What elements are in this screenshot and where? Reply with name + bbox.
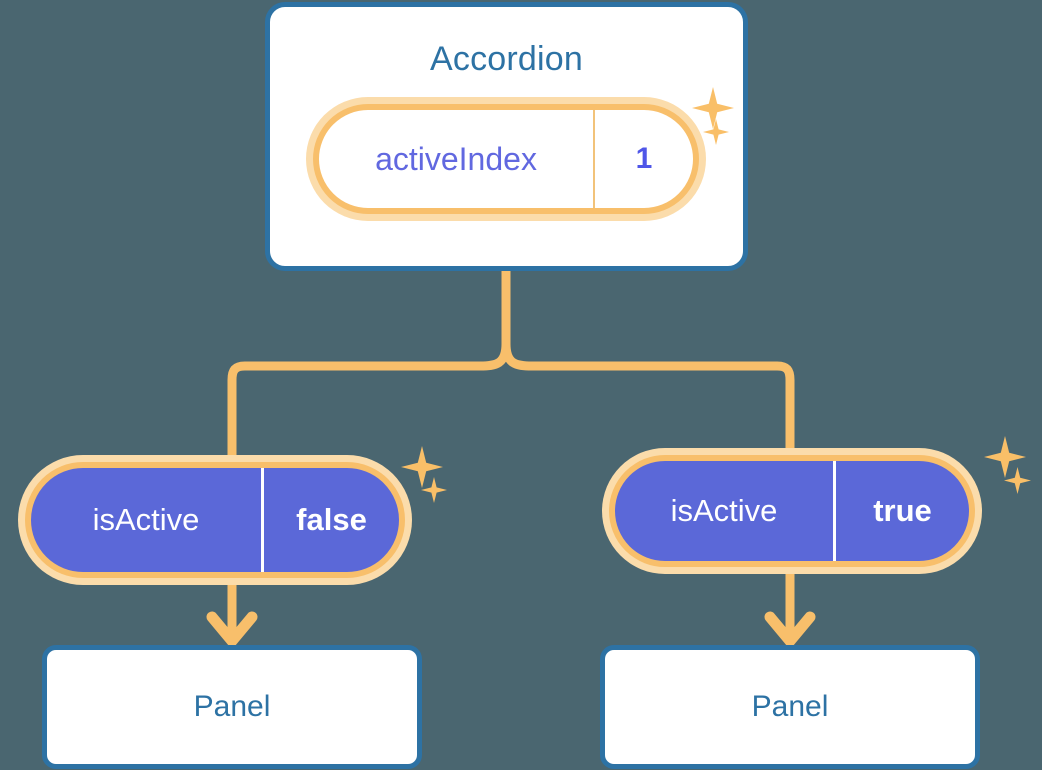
state-pill-key: isActive <box>92 502 200 537</box>
sparkle-small-icon <box>421 477 447 503</box>
panel-title: Panel <box>751 690 829 723</box>
accordion-title: Accordion <box>430 40 583 78</box>
arrow-down-icon-left <box>206 585 258 647</box>
state-pill-is-active-true[interactable]: isActive true <box>602 448 982 574</box>
panel-title: Panel <box>193 690 271 723</box>
state-pill-value: 1 <box>635 142 653 175</box>
state-pill-body: isActive true <box>609 455 975 567</box>
state-pill-body: isActive false <box>25 462 405 578</box>
connector-branch-left <box>227 339 511 465</box>
sparkle-small-icon <box>1004 467 1031 494</box>
state-pill-value: false <box>296 502 367 537</box>
arrow-down-icon-right <box>764 574 816 647</box>
state-pill-is-active-false[interactable]: isActive false <box>18 455 412 585</box>
connector-branch-right <box>501 339 795 460</box>
sparkle-icon <box>984 436 1026 478</box>
state-pill-divider <box>261 468 264 572</box>
state-pill-key: isActive <box>670 493 778 528</box>
panel-node-card-left[interactable]: Panel <box>42 645 422 769</box>
state-pill-key: activeIndex <box>375 140 537 177</box>
sparkle-icon <box>401 446 443 488</box>
state-pill-active-index[interactable]: activeIndex 1 <box>306 97 706 221</box>
state-pill-value: true <box>873 493 932 528</box>
state-pill-divider <box>593 110 595 208</box>
state-pill-divider <box>833 461 836 561</box>
panel-node-card-right[interactable]: Panel <box>600 645 980 769</box>
state-pill-body: activeIndex 1 <box>313 104 699 214</box>
